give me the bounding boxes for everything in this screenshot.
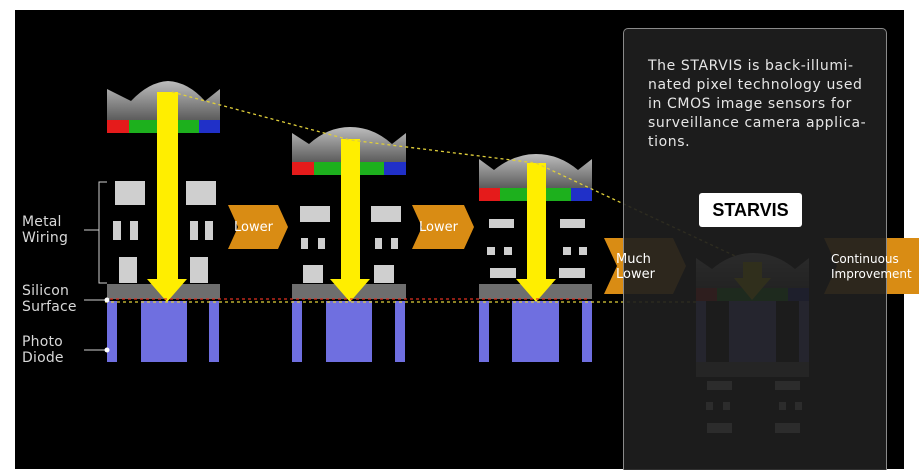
label-line: Improvement xyxy=(831,267,912,281)
description-line: The STARVIS is back-illumi- xyxy=(648,58,854,74)
pixel-3 xyxy=(479,154,592,362)
starvis-badge: STARVIS xyxy=(699,193,802,227)
pixel-1-light-arrow xyxy=(147,92,187,302)
starvis-description: The STARVIS is back-illumi- nated pixel … xyxy=(648,57,868,152)
pixel-1 xyxy=(107,81,220,362)
label-line: Surface xyxy=(22,299,77,315)
lower-arrow-1-label: Lower xyxy=(234,220,273,235)
pixel-2 xyxy=(292,127,406,362)
pixel-3-diode-left xyxy=(479,301,489,362)
pixel-3-metal-wiring xyxy=(487,219,587,278)
continuous-improvement-label: Continuous Improvement xyxy=(831,252,912,282)
photo-diode-label: Photo Diode xyxy=(22,334,64,366)
pixel-1-photo-diode xyxy=(141,301,187,362)
diode-pointer-dot xyxy=(104,347,110,353)
pixel-1-filter-red xyxy=(107,120,129,133)
label-line: Metal xyxy=(22,214,62,230)
label-line: Silicon xyxy=(22,283,70,299)
pixel-1-metal-wiring xyxy=(113,181,216,283)
pixel-2-photo-diode xyxy=(326,301,372,362)
pixel-2-diode-left xyxy=(292,301,302,362)
pixel-1-filter-blue xyxy=(199,120,220,133)
label-line: Diode xyxy=(22,350,64,366)
label-line: Photo xyxy=(22,334,63,350)
pixel-2-diode-right xyxy=(395,301,405,362)
label-line: Wiring xyxy=(22,230,69,246)
silicon-surface-label: Silicon Surface xyxy=(22,283,77,315)
lower-arrow-2-label: Lower xyxy=(419,220,458,235)
label-line: Much xyxy=(616,252,651,267)
pixel-2-light-arrow xyxy=(330,139,370,302)
lower-arrow-2 xyxy=(412,205,474,249)
pixel-1-diode-left xyxy=(107,301,117,362)
description-line: tions. xyxy=(648,134,691,150)
pixel-3-diode-right xyxy=(582,301,592,362)
metal-wiring-label: Metal Wiring xyxy=(22,214,68,246)
starvis-info-panel xyxy=(623,28,887,470)
description-line: surveillance camera applica- xyxy=(648,115,867,131)
pixel-2-metal-wiring xyxy=(300,206,401,283)
lower-arrow-1 xyxy=(228,205,288,249)
pixel-3-light-arrow xyxy=(516,163,556,302)
much-lower-label: Much Lower xyxy=(616,252,655,282)
pixel-3-filter-blue xyxy=(571,188,592,201)
label-line: Continuous xyxy=(831,252,899,266)
silicon-pointer-dot xyxy=(104,297,110,303)
pixel-1-diode-right xyxy=(209,301,219,362)
label-line: Lower xyxy=(616,267,655,282)
description-line: in CMOS image sensors for xyxy=(648,96,852,112)
pixel-2-filter-blue xyxy=(384,162,406,175)
pixel-3-photo-diode xyxy=(512,301,559,362)
pixel-2-filter-red xyxy=(292,162,314,175)
description-line: nated pixel technology used xyxy=(648,77,863,93)
pixel-3-filter-red xyxy=(479,188,500,201)
label-pointers xyxy=(84,181,107,351)
